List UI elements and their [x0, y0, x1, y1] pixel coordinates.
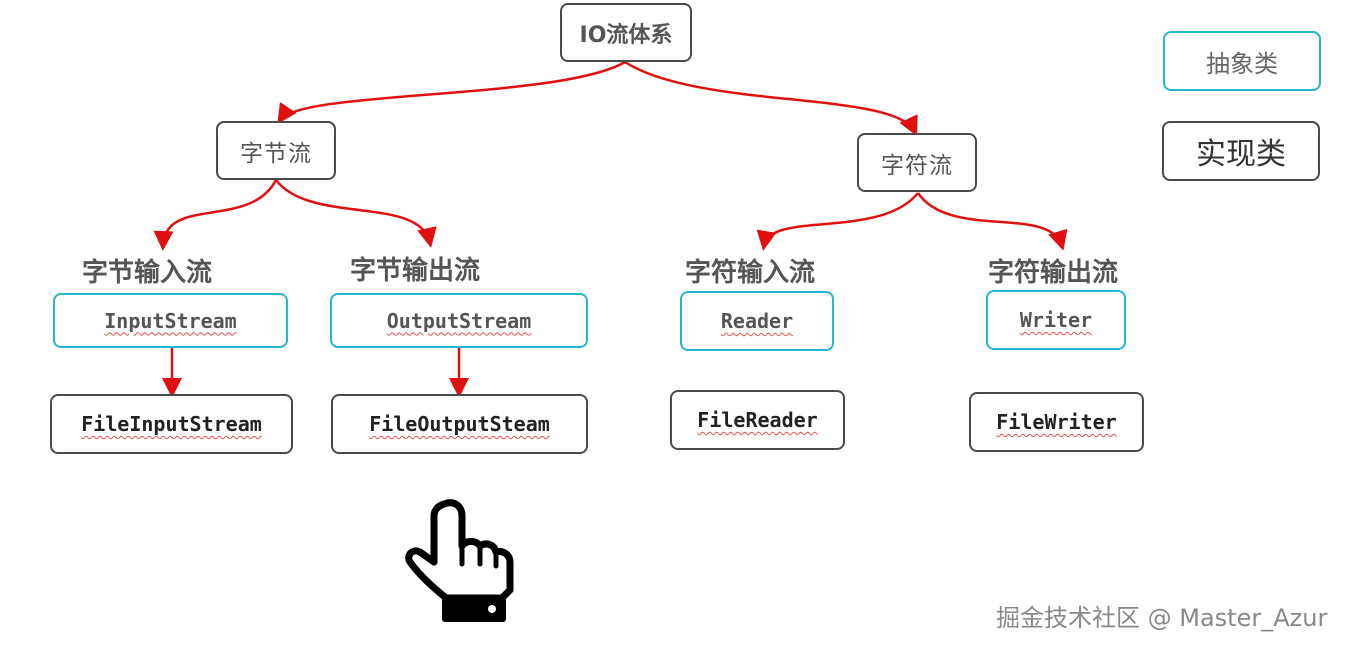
edge-byte-to-output — [275, 179, 437, 248]
reader-node: Reader — [680, 291, 834, 351]
inputstream-node: InputStream — [53, 293, 288, 348]
fileoutputsteam-node: FileOutputSteam — [331, 394, 588, 454]
byte-stream-node: 字节流 — [216, 121, 336, 180]
legend-impl-label: 实现类 — [1196, 137, 1286, 172]
heading-byte-output: 字节输出流 — [350, 256, 481, 286]
edge-char-to-output — [916, 192, 1068, 251]
writer-label: Writer — [1019, 308, 1093, 332]
root-label: IO流体系 — [579, 22, 673, 48]
watermark: 掘金技术社区 @ Master_Azur — [996, 604, 1328, 632]
legend-impl: 实现类 — [1162, 121, 1320, 181]
filewriter-node: FileWriter — [969, 392, 1144, 452]
char-stream-label: 字符流 — [881, 152, 953, 179]
heading-byte-input: 字节输入流 — [82, 258, 213, 288]
legend-abstract: 抽象类 — [1163, 31, 1321, 91]
filereader-label: FileReader — [697, 408, 818, 432]
hand-pointer-icon — [405, 499, 514, 622]
writer-node: Writer — [986, 290, 1126, 350]
filereader-node: FileReader — [670, 390, 845, 450]
fileinputstream-label: FileInputStream — [81, 412, 262, 436]
filewriter-label: FileWriter — [996, 410, 1117, 434]
edge-byte-to-input — [153, 179, 278, 251]
edge-root-to-byte — [277, 60, 626, 125]
edge-root-to-char — [624, 60, 918, 137]
heading-char-output: 字符输出流 — [988, 258, 1119, 288]
byte-stream-label: 字节流 — [240, 140, 312, 167]
legend-abstract-label: 抽象类 — [1206, 49, 1278, 78]
heading-char-input: 字符输入流 — [685, 258, 816, 288]
fileoutputsteam-label: FileOutputSteam — [369, 412, 550, 436]
fileinputstream-node: FileInputStream — [50, 394, 293, 454]
inputstream-label: InputStream — [104, 308, 237, 333]
edge-char-to-input — [756, 192, 919, 251]
outputstream-label: OutputStream — [386, 308, 532, 333]
root-node: IO流体系 — [560, 3, 692, 62]
char-stream-node: 字符流 — [857, 133, 977, 192]
outputstream-node: OutputStream — [330, 293, 588, 348]
reader-label: Reader — [720, 309, 794, 333]
